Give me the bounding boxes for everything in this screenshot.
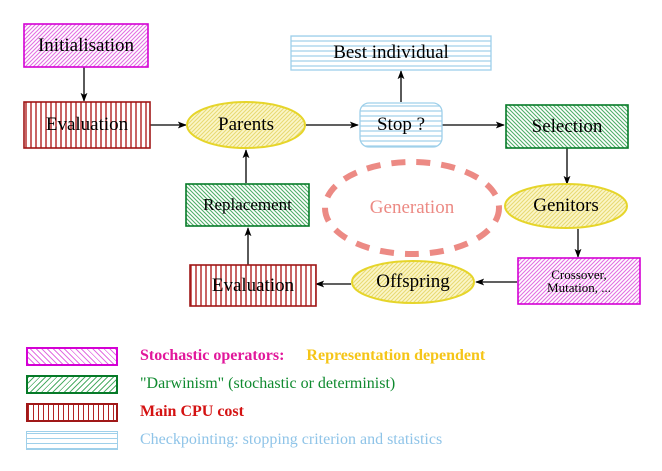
legend-label-stochastic-operators: Stochastic operators: bbox=[140, 347, 285, 364]
node-label-best-individual[interactable]: Best individual bbox=[333, 42, 449, 64]
node-label-selection[interactable]: Selection bbox=[531, 115, 603, 137]
node-label-stop[interactable]: Stop ? bbox=[376, 114, 426, 136]
node-label-offspring[interactable]: Offspring bbox=[376, 271, 450, 293]
node-label-genitors[interactable]: Genitors bbox=[533, 195, 599, 217]
node-label-generation: Generation bbox=[369, 197, 455, 219]
node-label-replacement[interactable]: Replacement bbox=[203, 195, 292, 215]
legend-swatch-magenta-hatch bbox=[26, 346, 118, 366]
node-label-evaluation-top[interactable]: Evaluation bbox=[45, 114, 129, 136]
node-label-crossover[interactable]: Crossover, Mutation, ... bbox=[547, 266, 611, 295]
legend-row: "Darwinism" (stochastic or determinist) bbox=[26, 373, 395, 395]
legend-label-main-cpu-cost: Main CPU cost bbox=[140, 403, 244, 420]
legend-label-checkpointing: Checkpointing: stopping criterion and st… bbox=[140, 431, 443, 448]
legend-swatch-green-hatch bbox=[26, 374, 118, 394]
node-label-parents[interactable]: Parents bbox=[218, 114, 274, 136]
legend-swatch-blue-horizontal-hatch bbox=[26, 430, 118, 450]
edge-group bbox=[80, 67, 582, 288]
node-label-initialisation[interactable]: Initialisation bbox=[37, 34, 135, 56]
legend: Stochastic operators: Representation dep… bbox=[0, 345, 662, 455]
legend-row: Main CPU cost bbox=[26, 401, 244, 423]
legend-row: Stochastic operators: Representation dep… bbox=[26, 345, 485, 367]
legend-label-darwinism: "Darwinism" (stochastic or determinist) bbox=[140, 375, 396, 392]
legend-swatch-red-vertical-hatch bbox=[26, 402, 118, 422]
node-label-evaluation-bottom[interactable]: Evaluation bbox=[211, 274, 295, 296]
legend-row: Checkpointing: stopping criterion and st… bbox=[26, 429, 442, 451]
legend-label-representation-dependent: Representation dependent bbox=[306, 347, 486, 364]
